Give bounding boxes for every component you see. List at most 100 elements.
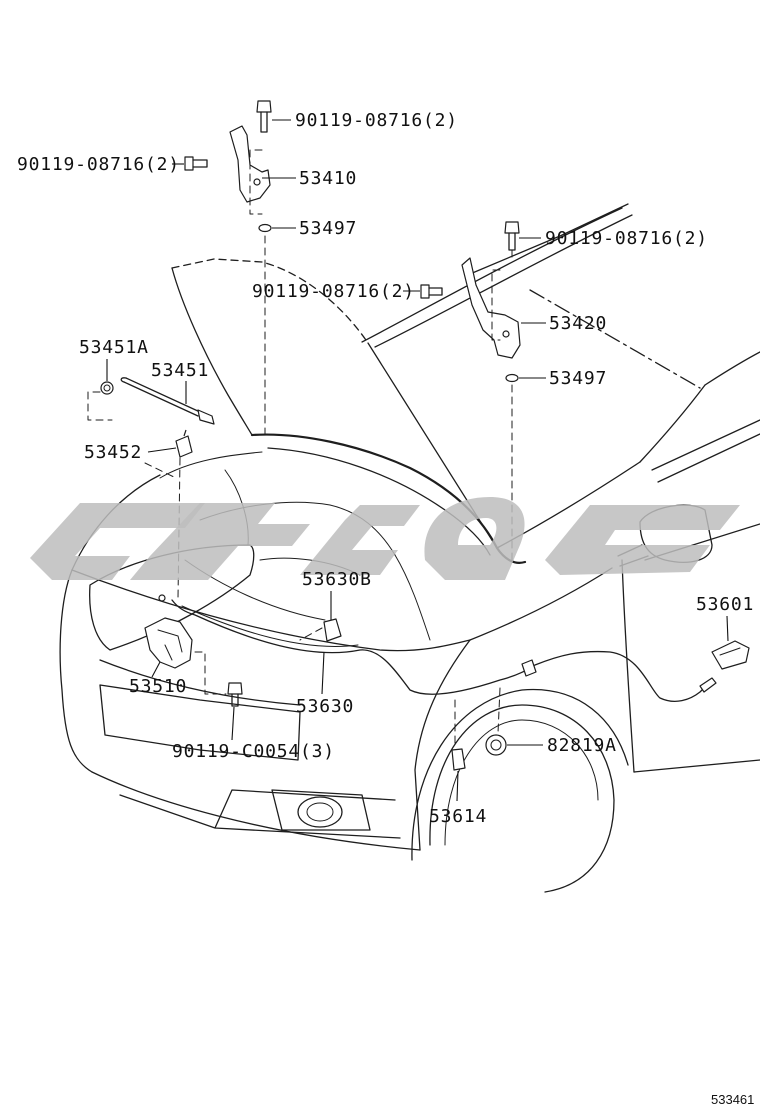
washer-53497-left [258,223,272,233]
door-bottom-line [633,759,760,773]
leader-12 [726,615,729,642]
watermark-logo [30,497,740,580]
guide-hinge-left-bracket [249,149,263,215]
watermark-shape-3 [300,505,420,575]
callout-cable-clip-53630B[interactable]: 53630B [302,569,372,590]
cable-handle-end [699,677,717,693]
hood-closed-front-edge [71,569,471,652]
grommet-inner [490,739,502,751]
hood-top-edge [171,258,369,344]
leader-14 [321,651,325,695]
grommet-inner [103,384,111,392]
guide-grommet-82819A [497,687,501,734]
leader-17 [456,770,459,802]
bolt-shank [231,693,239,707]
lever-detail [719,647,741,656]
bolt-90119-08716-right-top [504,221,520,251]
parts [100,100,750,771]
bolt-shank [428,287,443,296]
lower-intake [119,789,401,839]
fog-lamp-inner [306,802,334,822]
watermark-shape-4 [424,497,525,580]
grommet-82819A [485,734,507,756]
hood-closed-outline [529,289,701,389]
watermark-shape-2 [130,503,310,580]
hood-lock-53510 [144,617,193,669]
leader-13 [151,661,161,678]
fog-lamp [297,796,343,828]
bolt-head [184,156,194,171]
callout-bolt-90119-08716-left[interactable]: 90119-08716(2) [17,154,180,175]
bolt-90119-C0054 [227,682,243,707]
bolt-shank [508,232,516,251]
callout-washer-53497-right[interactable]: 53497 [549,368,607,389]
fender-shoulder-line [469,567,613,641]
front-fascia-left [59,569,93,773]
leader-lines [106,119,729,802]
cable-latch-end [158,594,166,602]
guide-hinge-right-bracket [491,269,501,341]
tire-inner [444,719,599,846]
figure-code: 533461 [711,1092,754,1107]
grommet-53451A [100,381,114,395]
callout-hood-hinge-53420[interactable]: 53420 [549,313,607,334]
tire-outer [429,704,615,893]
guide-lines [87,149,513,749]
bolt-90119-08716-middle [420,284,443,299]
hood-hinge-53420 [461,257,521,359]
callout-hood-hinge-53410[interactable]: 53410 [299,168,357,189]
callout-rod-holder-53452[interactable]: 53452 [84,442,142,463]
cable-line-parallel [181,605,359,647]
cable-clip-53630B [323,618,342,642]
hinge-pivot [253,178,261,186]
callout-release-lever-53601[interactable]: 53601 [696,594,754,615]
callout-release-cable-53630[interactable]: 53630 [296,696,354,717]
wheel-arch [411,688,629,861]
callout-bolt-90119-08716-right-top[interactable]: 90119-08716(2) [545,228,708,249]
bolt-90119-08716-top [256,100,272,133]
callout-support-rod-53451[interactable]: 53451 [151,360,209,381]
watermark-shape-5 [545,505,740,575]
bolt-head [256,100,272,113]
cable-clip-53614 [451,748,466,771]
bolt-shank [192,159,208,168]
callout-bolt-90119-C0054[interactable]: 90119-C0054(3) [172,741,335,762]
callout-bolt-90119-08716-middle[interactable]: 90119-08716(2) [252,281,415,302]
hood-left-edge [171,267,253,436]
leader-10 [147,447,177,453]
windshield-lower-edge-inner [374,214,633,348]
engine-bay-line-4 [394,554,431,641]
lever-body [711,640,750,670]
lock-detail [157,629,183,661]
callout-hood-lock-53510[interactable]: 53510 [129,676,187,697]
cable-clamp [521,659,537,677]
hinge-pivot [502,330,510,338]
hood-support-rod-53451 [120,377,215,425]
rod-end-cap [197,409,215,425]
rod-holder-53452 [175,429,193,458]
guide-lock-bolt [194,651,227,695]
hood-inner-panel [267,447,491,556]
bolt-shank [260,111,268,133]
grommet-outer [100,381,114,395]
bumper-lower-edge [91,771,421,851]
door-window-frame [651,419,760,483]
fender-top-line [704,351,760,386]
callout-cable-clip-53614[interactable]: 53614 [429,806,487,827]
guide-rod-group [87,391,113,421]
callout-grommet-53451A[interactable]: 53451A [79,337,149,358]
washer-53497-right [505,373,519,383]
front-fender-side [414,639,471,851]
engine-bay-line-1 [159,451,263,479]
callout-grommet-82819A[interactable]: 82819A [547,735,617,756]
roof-line [469,203,629,275]
fog-lamp-housing [271,789,371,831]
callout-bolt-90119-08716-top[interactable]: 90119-08716(2) [295,110,458,131]
callout-washer-53497-left[interactable]: 53497 [299,218,357,239]
rod-hook [120,377,127,383]
door-front-edge [621,559,635,773]
bolt-head [420,284,430,299]
a-pillar [639,384,706,463]
